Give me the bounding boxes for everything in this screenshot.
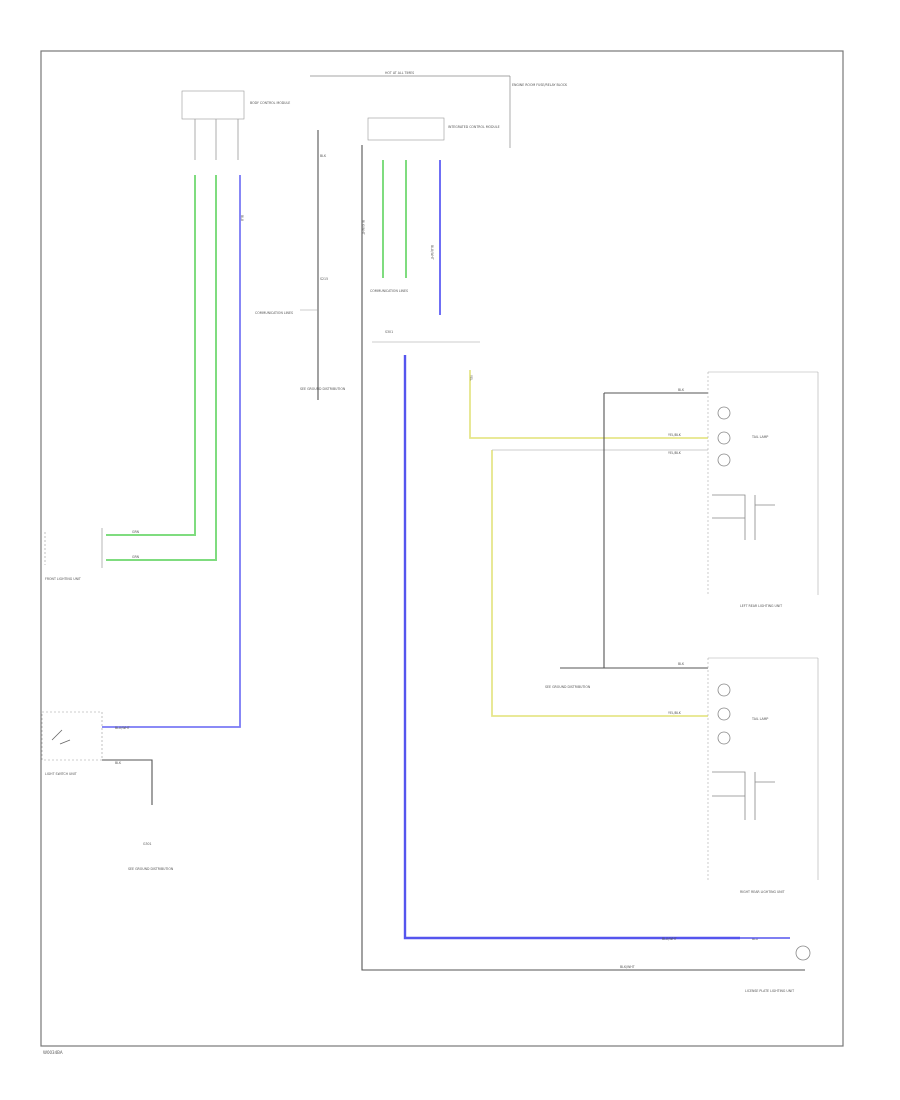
yellow-wire-group	[469, 370, 708, 717]
bcm-label: BODY CONTROL MODULE	[250, 101, 290, 105]
rear-feed-top-label: BLK	[678, 388, 685, 392]
front-unit-label: FRONT LIGHTING UNIT	[45, 577, 81, 581]
blue-wire-license	[403, 355, 740, 940]
bcm-box	[181, 90, 245, 120]
ground-note-label: SEE GROUND DISTRIBUTION	[128, 867, 174, 871]
see-ground-label: SEE GROUND DISTRIBUTION	[545, 685, 591, 689]
right-rear-label: RIGHT REAR LIGHTING UNIT	[740, 890, 785, 894]
yellow-wire-2	[491, 450, 708, 717]
right-rear-bulb-1	[717, 683, 731, 697]
black-return-wire	[361, 145, 805, 971]
license-label: LICENSE PLATE LIGHTING UNIT	[745, 989, 794, 993]
blue-wire-left-label: BLU	[240, 215, 244, 222]
right-rear-circuit	[712, 771, 775, 820]
blue-wire-license-label: BLU/WHT	[662, 937, 677, 941]
left-rear-circuit	[712, 494, 775, 540]
light-switch-ground-wire	[102, 759, 153, 805]
green-wire-group-center	[382, 160, 407, 278]
icm-label: INTEGRATED CONTROL MODULE	[448, 125, 500, 129]
blue-wire-left	[102, 175, 241, 728]
front-unit-pin-1-label: GRN	[132, 530, 140, 534]
splice-s-label: S301	[385, 330, 393, 334]
light-switch-box	[41, 711, 103, 761]
light-switch-label: LIGHT SWITCH UNIT	[45, 772, 77, 776]
right-rear-lighting-unit: TAIL LAMP RIGHT REAR LIGHTING UNIT	[707, 657, 819, 894]
rear-feed-link	[603, 393, 708, 669]
gray-wire-end-label: YEL/BLK	[668, 451, 682, 455]
green-wire-1	[106, 175, 196, 536]
license-ground-label: BLK/WHT	[620, 965, 635, 969]
yellow-wire-1	[469, 370, 708, 439]
left-rear-bulb-1	[717, 406, 731, 420]
yellow-wire-1-end-label: YEL/BLK	[668, 433, 682, 437]
license-plate-unit: LICENSE PLATE LIGHTING UNIT BLK/WHT	[620, 937, 811, 993]
green-wire-2	[106, 175, 217, 561]
left-rear-tail-label: TAIL LAMP	[751, 435, 768, 439]
light-switch-ground-wire-label: BLK	[115, 761, 122, 765]
right-rear-tail-label: TAIL LAMP	[751, 717, 768, 721]
yellow-wire-1-label: YEL	[469, 375, 473, 381]
black-return-wire-label: BLK/WHT	[361, 220, 365, 235]
diagram-frame	[40, 50, 844, 1047]
right-rear-bulb-3	[717, 731, 731, 745]
light-switch-blue-label: BLU/WHT	[115, 726, 130, 730]
light-switch-unit: BLU/WHT LIGHT SWITCH UNIT BLK G301 SEE G…	[41, 711, 174, 871]
icm-box	[367, 117, 445, 141]
left-rear-label: LEFT REAR LIGHTING UNIT	[740, 604, 782, 608]
blue-wire-license-pin: BLU	[752, 937, 759, 941]
green-wire-group-left	[106, 175, 217, 561]
front-unit-pin-2-label: GRN	[132, 555, 140, 559]
fuse-block-note: ENGINE ROOM FUSE/RELAY BLOCK	[512, 83, 568, 87]
splice-mid-label: S215	[320, 277, 328, 281]
yellow-wire-2-end-label: YEL/BLK	[668, 711, 682, 715]
rear-feed-right-label: BLK	[678, 662, 685, 666]
left-rear-bulb-3	[717, 453, 731, 467]
ground-mid-label: SEE GROUND DISTRIBUTION	[300, 387, 346, 391]
black-wire-center-label: BLK	[320, 154, 327, 158]
left-rear-lighting-unit: TAIL LAMP LEFT REAR LIGHTING UNIT	[707, 371, 819, 608]
ground-g-label: G301	[143, 842, 152, 846]
blue-wire-icm-label: BLU/WHT	[430, 245, 434, 260]
license-bulb	[795, 945, 811, 961]
data-link-2-label: COMMUNICATION LINES	[370, 289, 408, 293]
right-rear-bulb-2	[717, 707, 731, 721]
data-link-1-label: COMMUNICATION LINES	[255, 311, 293, 315]
diagram-footer-code: W0034BA	[43, 1050, 63, 1055]
fuse-block-title: HOT AT ALL TIMES	[385, 71, 414, 75]
front-lighting-unit: GRN GRN FRONT LIGHTING UNIT	[44, 528, 140, 581]
light-switch-symbol	[51, 729, 71, 745]
left-rear-bulb-2	[717, 431, 731, 445]
